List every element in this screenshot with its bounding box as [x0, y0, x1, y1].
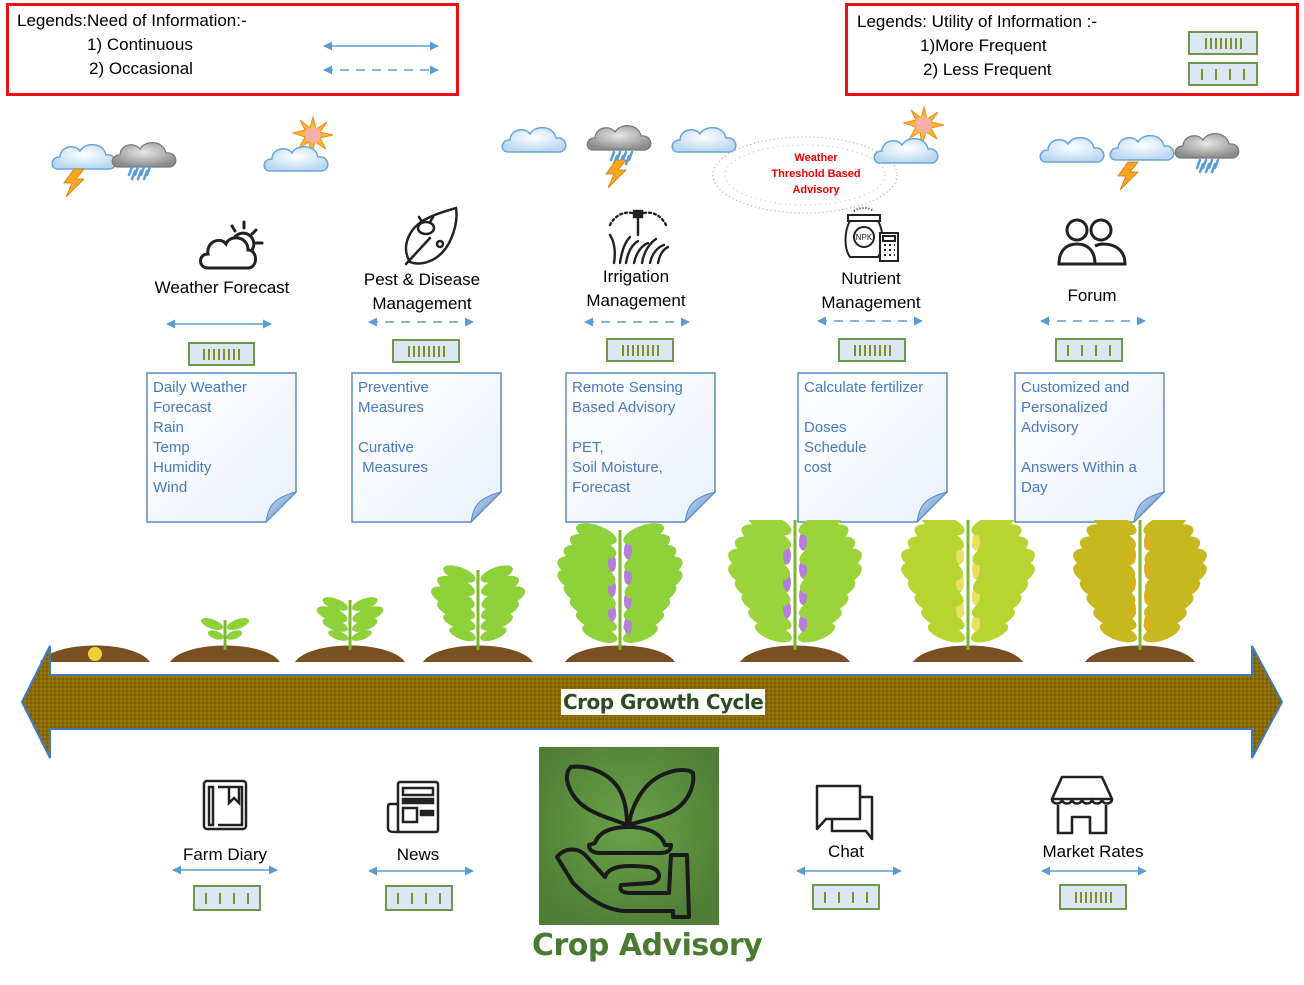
users-icon [1057, 218, 1127, 266]
news-utility-bar [385, 885, 453, 911]
nutrient-label-line-1: Nutrient [841, 269, 901, 288]
farm-diary-utility-bar [193, 885, 261, 911]
pest-disease-label-line-1: Pest & Disease [363, 270, 481, 289]
weather-partly-sunny-icon [263, 116, 334, 172]
plant-stage-mature [1073, 520, 1207, 662]
nutrient-need-arrow [817, 316, 923, 326]
plant-stage-sprout [170, 618, 280, 662]
feature-label-chat[interactable]: Chat [828, 840, 864, 864]
legend-more-frequent-label: 1)More Frequent [920, 36, 1047, 55]
feature-label-nutrient[interactable]: Nutrient Management [821, 267, 920, 315]
legend-occasional-arrow [323, 65, 439, 75]
pest-disease-details-text: Preventive Measures Curative Measures [358, 379, 429, 476]
plant-stage-seedling [295, 597, 405, 662]
irrigation-utility-bar [606, 338, 674, 362]
irrigation-details-note: Remote Sensing Based Advisory PET, Soil … [565, 372, 717, 524]
farm-diary-need-arrow [172, 865, 278, 875]
legend-need-of-information: Legends:Need of Information:- 1) Continu… [6, 3, 459, 96]
weather-threshold-cloud-icon [712, 136, 898, 214]
news-need-arrow [368, 866, 474, 876]
irrigation-label-line-2: Management [586, 291, 686, 310]
weather-forecast-need-arrow [166, 319, 272, 329]
feature-label-weather-forecast[interactable]: Weather Forecast [155, 276, 290, 300]
irrigation-details-text: Remote Sensing Based Advisory PET, Soil … [572, 379, 683, 496]
pest-leaf-icon [404, 206, 458, 266]
market-rates-utility-bar [1059, 884, 1127, 910]
weather-forecast-label: Weather Forecast [154, 278, 290, 297]
chat-label: Chat [828, 842, 864, 861]
irrigation-label-line-1: Irrigation [602, 267, 670, 286]
feature-label-farm-diary[interactable]: Farm Diary [183, 843, 267, 867]
feature-label-pest-disease[interactable]: Pest & Disease Management [364, 268, 480, 316]
forum-details-note: Customized and Personalized Advisory Ans… [1014, 372, 1166, 524]
weather-forecast-details-text: Daily Weather Forecast Rain Temp Humidit… [153, 379, 247, 496]
plant-stage-pod-forming [728, 520, 862, 662]
plant-in-hand-icon [555, 764, 696, 919]
forum-label: Forum [1067, 286, 1117, 305]
chat-icon [815, 784, 874, 841]
feature-label-market-rates[interactable]: Market Rates [1042, 840, 1143, 864]
chat-utility-bar [812, 884, 880, 910]
legend-less-frequent-label: 2) Less Frequent [923, 60, 1052, 79]
svg-text:NPK: NPK [856, 233, 873, 242]
news-label: News [396, 845, 440, 864]
chat-need-arrow [796, 866, 902, 876]
legend-occasional-label: 2) Occasional [89, 59, 193, 78]
farm-diary-label: Farm Diary [182, 845, 268, 864]
crop-advisory-logo[interactable] [539, 747, 719, 925]
legend-more-frequent-bar [1188, 31, 1258, 55]
pest-disease-utility-bar [392, 339, 460, 363]
plant-stage-seed [40, 645, 150, 662]
legend-continuous-arrow [323, 41, 439, 51]
nutrient-utility-bar [838, 338, 906, 362]
plant-stage-flowering [557, 523, 683, 662]
legend-utility-of-information: Legends: Utility of Information :- 1)Mor… [845, 3, 1299, 96]
weather-threshold-line-1: Weather [794, 152, 838, 164]
feature-label-news[interactable]: News [397, 843, 440, 867]
crop-growth-stages [40, 520, 1207, 662]
pest-disease-details-note: Preventive Measures Curative Measures [351, 372, 503, 524]
legend-utility-title: Legends: Utility of Information :- [857, 12, 1098, 31]
pest-disease-need-arrow [368, 317, 474, 327]
forum-details-text: Customized and Personalized Advisory Ans… [1021, 379, 1137, 496]
weather-forecast-details-note: Daily Weather Forecast Rain Temp Humidit… [146, 372, 298, 524]
market-store-icon [1050, 775, 1114, 835]
weather-storm-clouds-icon-2 [1039, 132, 1240, 191]
crop-growth-cycle-label: Crop Growth Cycle [561, 689, 766, 715]
nutrient-details-note: Calculate fertilizer Doses Schedule cost [797, 372, 949, 524]
forum-utility-bar [1055, 338, 1123, 362]
weather-threshold-line-3: Advisory [792, 184, 840, 196]
newspaper-icon [386, 780, 440, 834]
weather-storm-clouds-icon [51, 141, 177, 198]
market-rates-label: Market Rates [1042, 842, 1144, 861]
sprinkler-icon [608, 209, 670, 265]
weather-threshold-advisory-label: Weather Threshold Based Advisory [745, 150, 887, 198]
market-rates-need-arrow [1041, 866, 1147, 876]
npk-bag-calculator-icon: NPK [844, 207, 899, 262]
forum-need-arrow [1040, 316, 1146, 326]
irrigation-need-arrow [584, 317, 690, 327]
feature-label-irrigation[interactable]: Irrigation Management [586, 265, 685, 313]
legend-continuous-label: 1) Continuous [87, 35, 193, 54]
legend-less-frequent-bar [1188, 62, 1258, 86]
weather-partly-sunny-icon-2 [873, 106, 945, 164]
legend-need-title: Legends:Need of Information:- [17, 11, 247, 30]
weather-threshold-line-2: Threshold Based [771, 168, 861, 180]
crop-advisory-title: Crop Advisory [532, 928, 763, 963]
weather-cloud-sun-icon [199, 220, 264, 270]
weather-forecast-utility-bar [188, 342, 255, 366]
plant-stage-pod-filling [901, 520, 1035, 662]
diary-icon [202, 779, 248, 831]
nutrient-details-text: Calculate fertilizer Doses Schedule cost [804, 379, 924, 476]
nutrient-label-line-2: Management [821, 293, 921, 312]
plant-stage-young-plant [423, 565, 533, 662]
feature-label-forum[interactable]: Forum [1067, 284, 1116, 308]
pest-disease-label-line-2: Management [372, 294, 472, 313]
